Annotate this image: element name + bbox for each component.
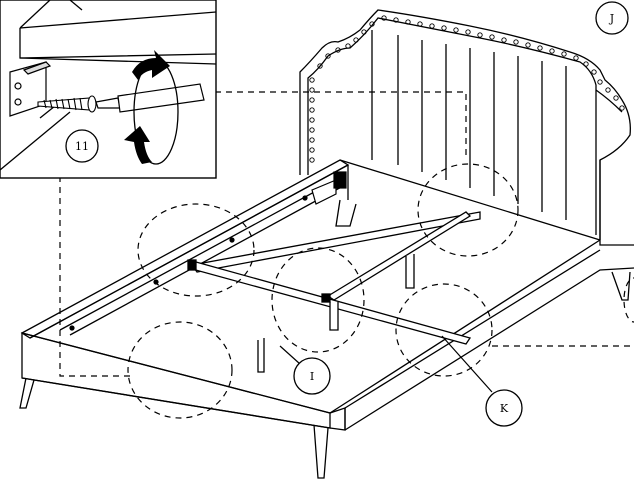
callout-j-text: J <box>609 12 614 25</box>
bed-frame <box>19 159 634 479</box>
callout-i-text: I <box>310 370 314 383</box>
dashed-guide-lines <box>59 91 634 419</box>
callout-label-j: J <box>595 1 629 35</box>
headboard <box>299 9 634 246</box>
step-number-badge: 11 <box>65 129 99 163</box>
screwdriver-icon <box>95 83 205 113</box>
detail-circle <box>127 321 233 419</box>
rotation-arrow-icon <box>124 50 179 165</box>
bracket-icon <box>9 61 52 117</box>
detail-circle <box>417 163 519 257</box>
bed-slats <box>187 211 481 373</box>
callout-label-k: K <box>441 335 523 427</box>
detail-circle <box>137 203 255 297</box>
nailhead-trim <box>309 15 625 163</box>
callout-k-text: K <box>500 402 509 415</box>
bracket-icon <box>69 171 347 331</box>
callout-label-i: I <box>279 345 331 395</box>
step-number: 11 <box>75 140 89 153</box>
screw-icon <box>37 95 97 113</box>
detail-circle <box>271 247 365 353</box>
detail-circle <box>395 283 493 377</box>
inset-detail: 11 <box>0 0 217 179</box>
